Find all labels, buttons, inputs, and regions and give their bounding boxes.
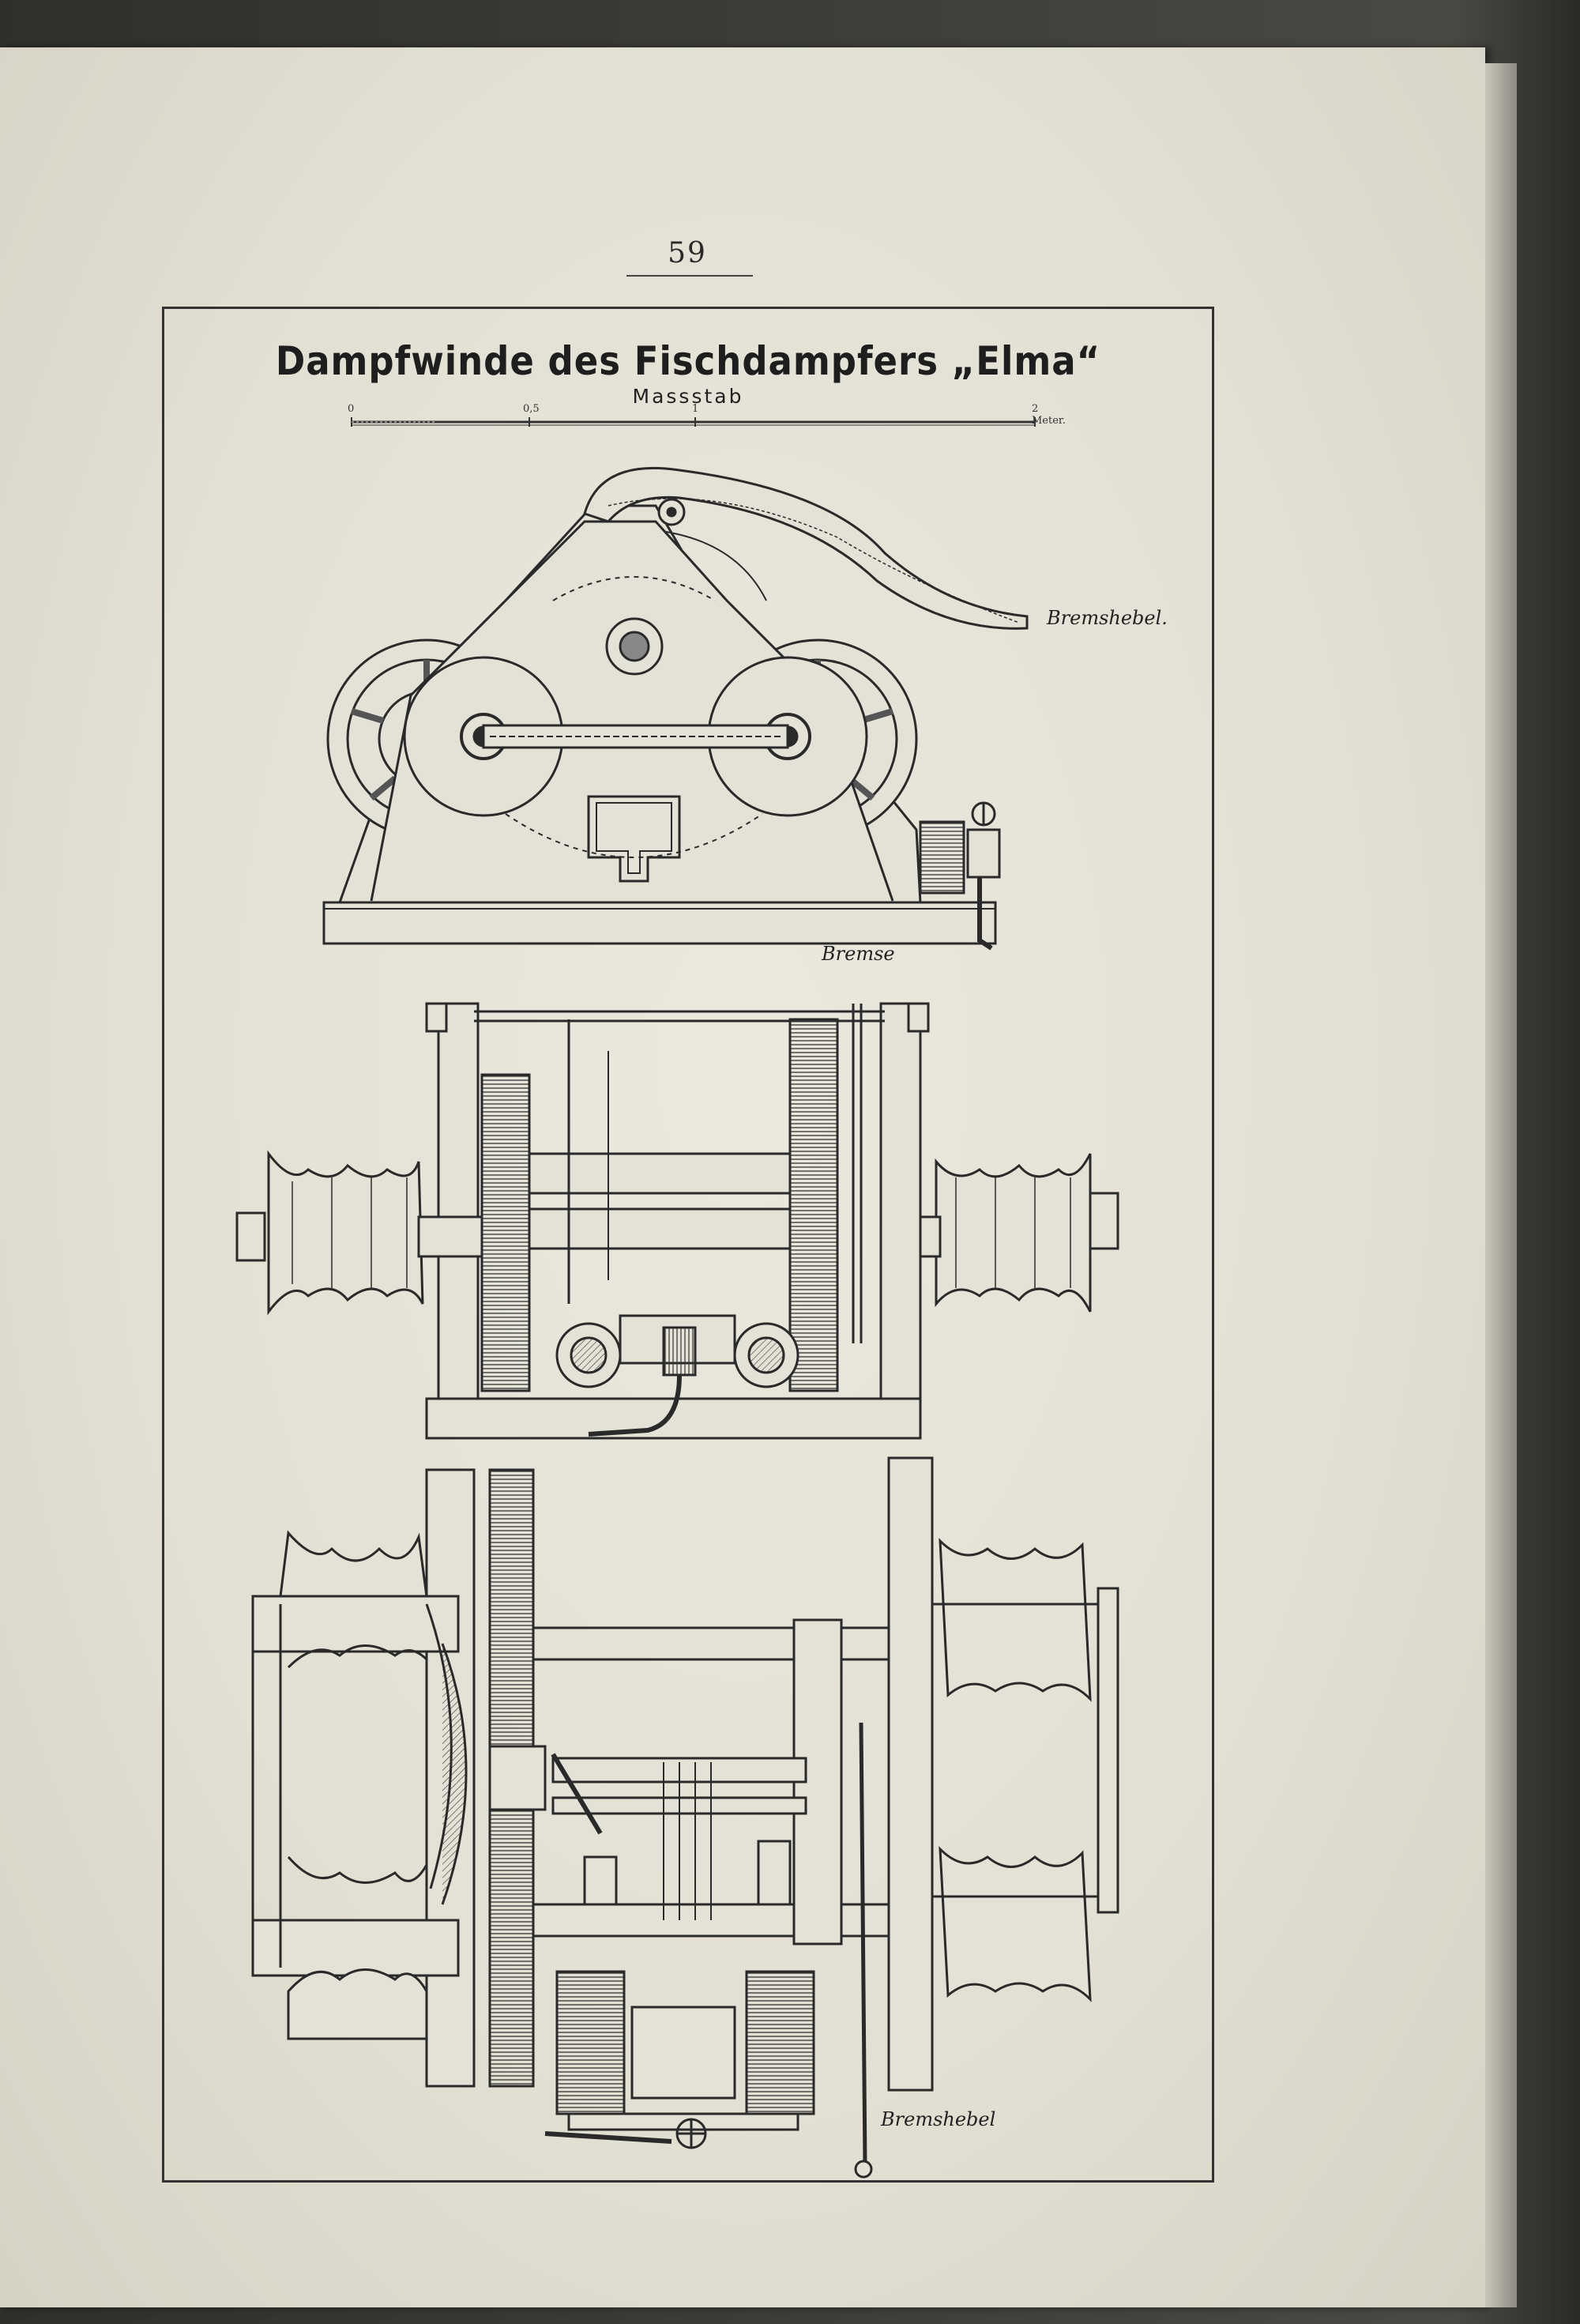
scale-bar: 0 0,5 1 2 Meter. — [348, 403, 1074, 435]
side-view — [322, 466, 1029, 951]
scale-label: Massstab — [632, 385, 744, 408]
plate-title: Dampfwinde des Fischdampfers „Elma“ — [275, 338, 1101, 384]
front-view — [235, 1002, 1119, 1440]
scale-tick-0: 0 — [348, 403, 355, 415]
left-warping-drum — [235, 1150, 483, 1316]
right-warping-drum — [919, 1153, 1119, 1313]
callout-plan-brake-lever: Bremshebel — [881, 2108, 996, 2130]
page-number: 59 — [668, 237, 707, 269]
plate-frame — [162, 307, 1214, 2183]
plan-right-drums — [932, 1538, 1119, 2002]
plan-cylinders — [544, 1970, 815, 2149]
front-cylinders — [555, 1314, 799, 1437]
scale-tick-1: 1 — [692, 403, 699, 415]
scale-tick-half: 0,5 — [523, 403, 540, 415]
callout-brake: Bremse — [822, 943, 895, 965]
plan-view — [251, 1456, 1119, 2179]
plan-left-drums — [279, 1530, 428, 2040]
page-number-rule — [626, 275, 753, 277]
page-edge-strip — [1485, 63, 1517, 2307]
callout-side-brake-lever: Bremshebel. — [1047, 607, 1168, 629]
scale-tick-2: 2 Meter. — [1032, 403, 1066, 427]
